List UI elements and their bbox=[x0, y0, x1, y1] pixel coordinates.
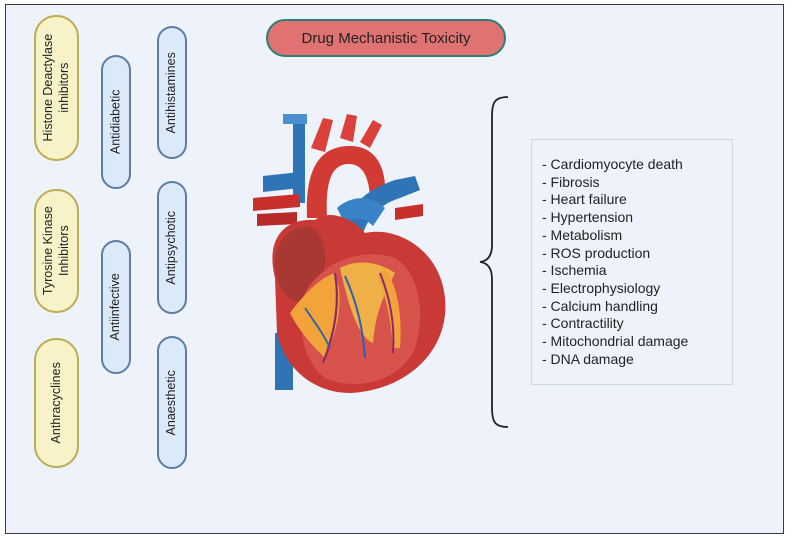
pill-anaesthetic-label: Anaesthetic bbox=[164, 369, 179, 436]
pill-antiinfective: Antiinfective bbox=[101, 240, 131, 374]
pill-tki-label: Tyrosine Kinase Inhibitors bbox=[40, 206, 71, 296]
effect-item: - Hypertension bbox=[542, 209, 634, 226]
effect-item: - Ischemia bbox=[542, 262, 607, 279]
pill-antidiabetic: Antidiabetic bbox=[101, 55, 131, 189]
pill-antidiabetic-label: Antidiabetic bbox=[108, 89, 123, 155]
effect-item: - Cardiomyocyte death bbox=[542, 156, 683, 172]
pill-anthracyclines-label: Anthracyclines bbox=[48, 362, 63, 444]
effects-box: - Cardiomyocyte death - Fibrosis - Heart… bbox=[531, 139, 733, 385]
curly-brace-icon bbox=[479, 96, 509, 428]
effects-list: - Cardiomyocyte death - Fibrosis - Heart… bbox=[542, 156, 732, 368]
title-text: Drug Mechanistic Toxicity bbox=[301, 29, 471, 47]
effect-item: - Electrophysiology bbox=[542, 279, 661, 296]
effect-item: - Mitochondrial damage bbox=[542, 333, 689, 350]
pill-histone-deacetylase-inhibitors: Histone Deactylase inhibitors bbox=[34, 15, 79, 161]
effect-item: - Metabolism bbox=[542, 226, 623, 243]
effect-item: - Heart failure bbox=[542, 191, 627, 208]
heart-icon bbox=[253, 114, 446, 393]
pill-antihistamines-label: Antihistamines bbox=[164, 51, 179, 134]
pill-antipsychotic-label: Antipsychotic bbox=[164, 210, 179, 285]
pill-antihistamines: Antihistamines bbox=[157, 26, 187, 159]
title-pill: Drug Mechanistic Toxicity bbox=[266, 19, 506, 57]
pill-antipsychotic: Antipsychotic bbox=[157, 181, 187, 314]
effect-item: - Contractility bbox=[542, 315, 624, 332]
effect-item: - DNA damage bbox=[542, 350, 634, 367]
pill-antiinfective-label: Antiinfective bbox=[108, 273, 123, 341]
pill-anaesthetic: Anaesthetic bbox=[157, 336, 187, 469]
effect-item: - Calcium handling bbox=[542, 297, 658, 314]
pill-anthracyclines: Anthracyclines bbox=[34, 338, 79, 468]
pill-histone-label: Histone Deactylase inhibitors bbox=[40, 34, 71, 142]
effect-item: - ROS production bbox=[542, 244, 651, 261]
pill-tyrosine-kinase-inhibitors: Tyrosine Kinase Inhibitors bbox=[34, 189, 79, 313]
effect-item: - Fibrosis bbox=[542, 173, 600, 190]
